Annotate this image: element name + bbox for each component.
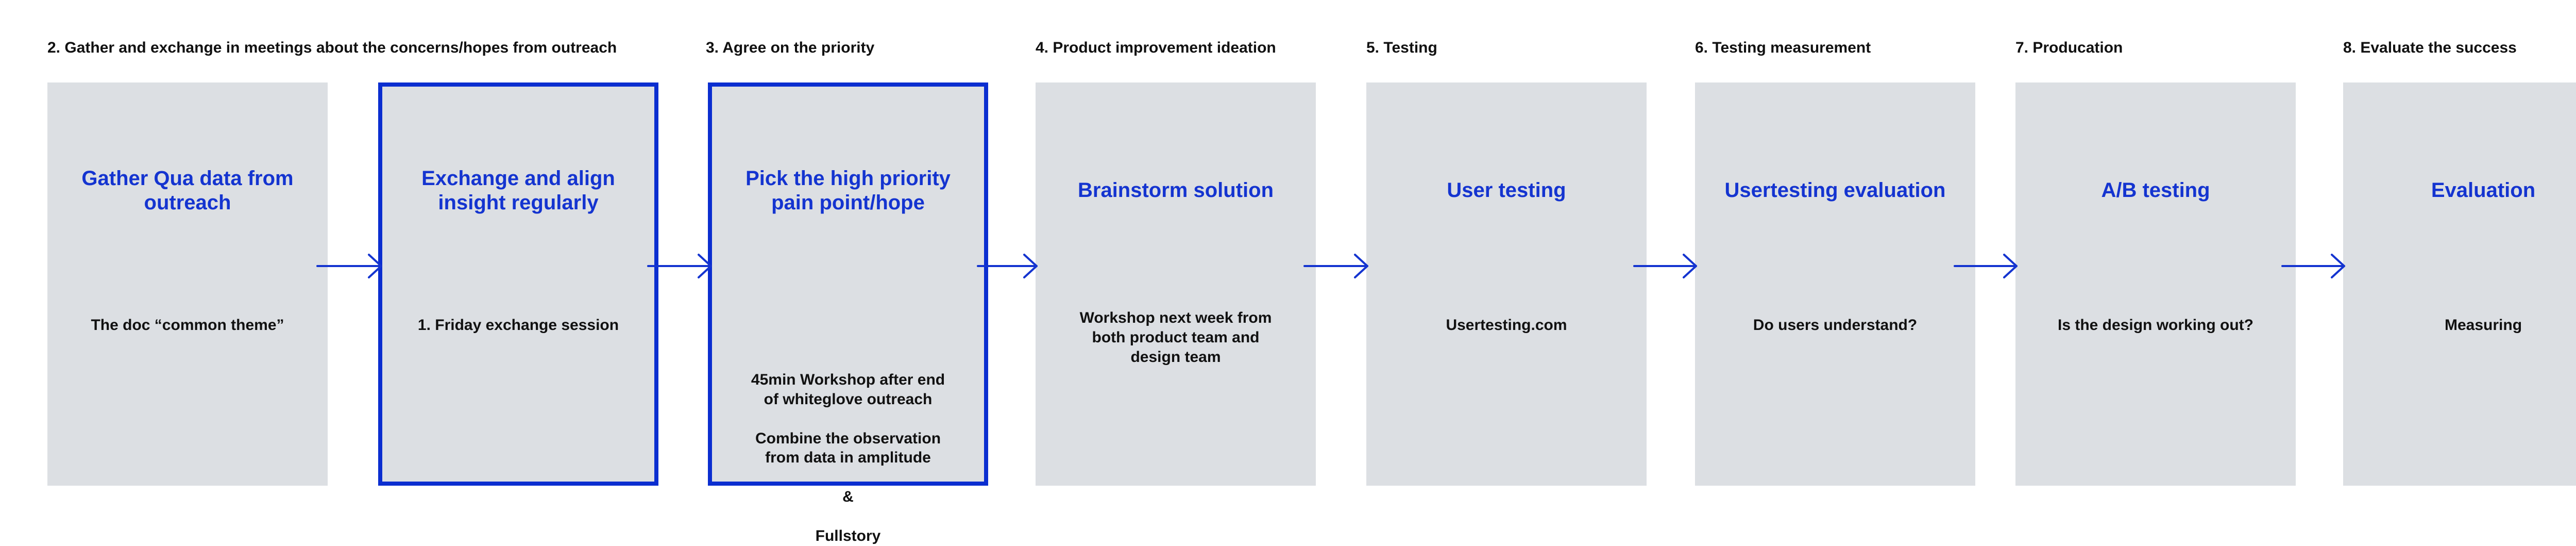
card-title: A/B testing (2101, 179, 2210, 202)
card-body-line: 1. Friday exchange session (417, 317, 619, 334)
card-usertesting-evaluation[interactable]: Usertesting evaluation Do users understa… (1695, 82, 1975, 486)
card-body: 45min Workshop after end of whiteglove o… (712, 170, 984, 546)
card-body-line: & (842, 488, 854, 506)
stage-heading-testing: 5. Testing (1366, 39, 1437, 56)
card-body: Measuring (2343, 283, 2576, 335)
stage-heading-production: 7. Producation (2015, 39, 2123, 56)
card-body-line: Usertesting.com (1446, 317, 1567, 334)
card-exchange-align-insight[interactable]: Exchange and align insight regularly 1. … (378, 82, 658, 486)
card-body: Do users understand? (1695, 283, 1975, 335)
card-body-line: Is the design working out? (2057, 317, 2253, 334)
card-body: Usertesting.com (1366, 283, 1647, 335)
card-body-line: Workshop next week from both product tea… (1079, 309, 1272, 366)
card-gather-qua-data[interactable]: Gather Qua data from outreach The doc “c… (47, 82, 328, 486)
card-body-line: Combine the observation from data in amp… (755, 429, 941, 467)
card-title: User testing (1447, 179, 1566, 202)
stage-heading-testing-measurement: 6. Testing measurement (1695, 39, 1871, 56)
card-title: Pick the high priority pain point/hope (745, 167, 951, 214)
card-body-line: 45min Workshop after end of whiteglove o… (751, 371, 945, 408)
card-body-line: Measuring (2444, 317, 2522, 334)
card-body: 1. Friday exchange session (382, 283, 654, 335)
stage-heading-evaluate-success: 8. Evaluate the success (2343, 39, 2517, 56)
card-body-line: The doc “common theme” (91, 317, 284, 334)
card-title: Evaluation (2431, 179, 2536, 202)
card-body-line: Fullstory (815, 527, 881, 544)
card-title: Usertesting evaluation (1724, 179, 1946, 202)
card-title: Brainstorm solution (1077, 179, 1274, 202)
card-evaluation[interactable]: Evaluation Measuring (2343, 82, 2576, 486)
card-brainstorm-solution[interactable]: Brainstorm solution Workshop next week f… (1036, 82, 1316, 486)
stage-heading-agree-priority: 3. Agree on the priority (706, 39, 875, 56)
card-body-line: Do users understand? (1753, 317, 1918, 334)
card-title: Gather Qua data from outreach (81, 167, 294, 214)
card-pick-priority-pain-point[interactable]: Pick the high priority pain point/hope 4… (708, 82, 988, 544)
card-ab-testing[interactable]: A/B testing Is the design working out? (2015, 82, 2296, 486)
card-title: Exchange and align insight regularly (421, 167, 615, 214)
card-body: The doc “common theme” (47, 283, 328, 335)
stage-heading-gather-exchange: 2. Gather and exchange in meetings about… (47, 39, 617, 56)
card-body: Workshop next week from both product tea… (1036, 293, 1316, 367)
stage-heading-product-ideation: 4. Product improvement ideation (1036, 39, 1276, 56)
card-body: Is the design working out? (2015, 283, 2296, 335)
card-user-testing[interactable]: User testing Usertesting.com (1366, 82, 1647, 486)
